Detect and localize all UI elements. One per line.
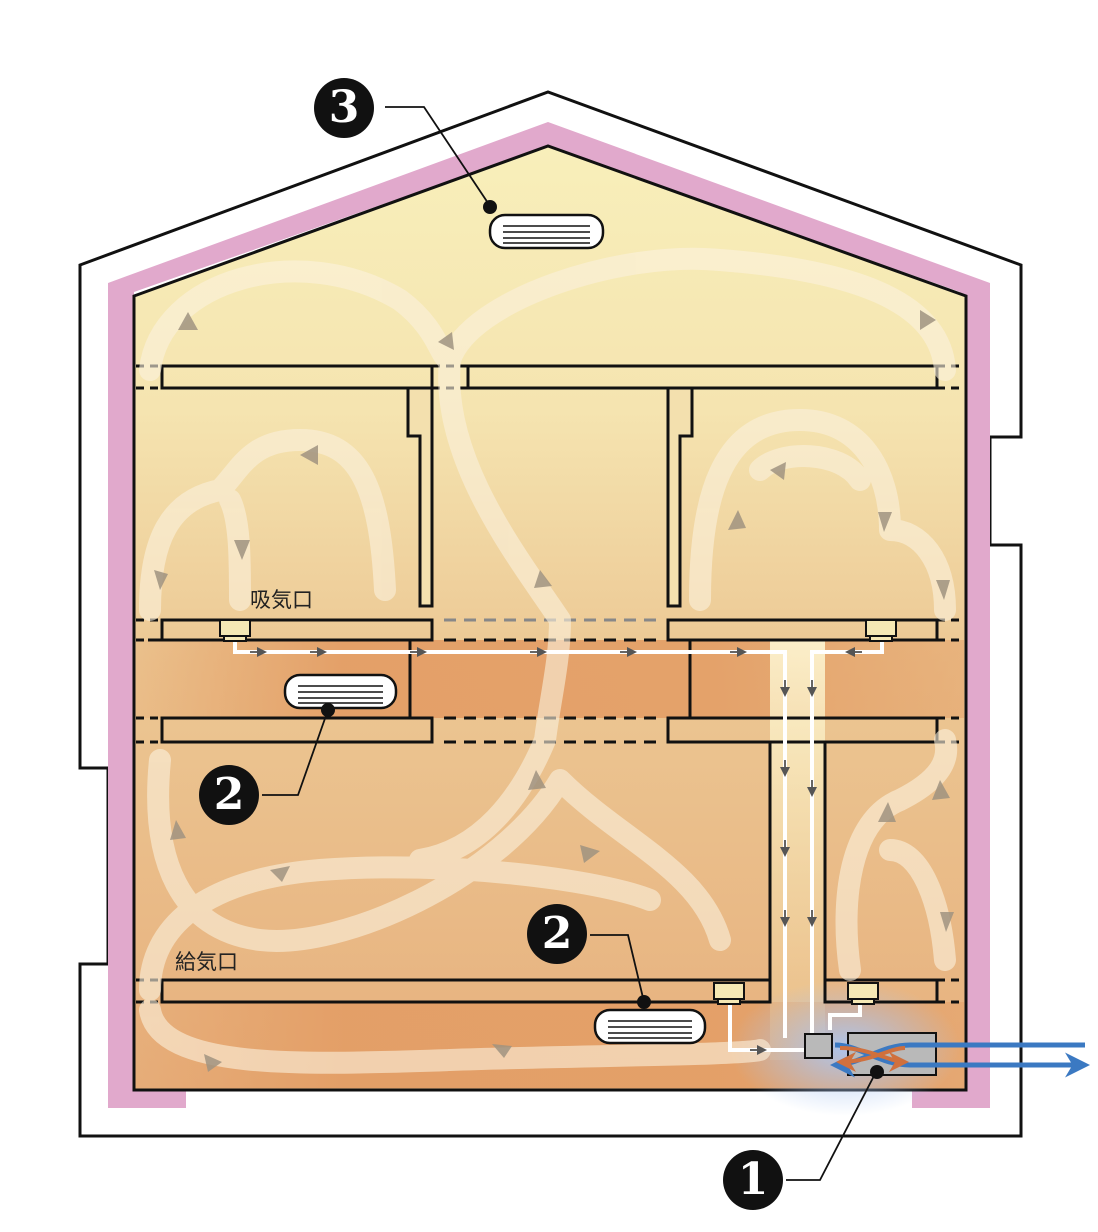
marker-1: 1 bbox=[723, 1150, 783, 1210]
marker-2-ground: 2 bbox=[527, 904, 587, 964]
supply-vent-left bbox=[713, 982, 745, 1005]
intake-label: 吸気口 bbox=[250, 588, 313, 612]
air-conditioner-attic bbox=[488, 213, 605, 250]
leader-marker-2-mid bbox=[262, 709, 329, 796]
heat-exchange-arrows bbox=[830, 1042, 1090, 1078]
supply-label: 給気口 bbox=[175, 950, 238, 974]
callout-dots bbox=[321, 200, 884, 1079]
leader-marker-1 bbox=[786, 1071, 877, 1181]
ground-floor-partitions bbox=[136, 740, 964, 1004]
supply-air-arrow bbox=[836, 1046, 906, 1072]
marker-3: 3 bbox=[314, 78, 374, 138]
leader-marker-2-ground bbox=[590, 934, 645, 1003]
airflow-central-shaft bbox=[409, 349, 571, 871]
airflow-lower-loop bbox=[147, 749, 731, 952]
airflow-lower-sweep bbox=[139, 856, 661, 1001]
flow-arrowheads bbox=[154, 310, 954, 1072]
vent-grilles bbox=[219, 619, 897, 1005]
marker-2-mid: 2 bbox=[199, 765, 259, 825]
airflow-attic-loop bbox=[139, 247, 956, 381]
upper-floor-partitions bbox=[406, 386, 694, 608]
airflow-upper-right-loop bbox=[689, 409, 956, 621]
supply-vent-right bbox=[847, 982, 879, 1005]
intake-vent-left bbox=[219, 619, 251, 642]
callout-leaders bbox=[262, 106, 877, 1181]
air-conditioner-mid-floor bbox=[283, 673, 398, 710]
duct-flow-markers bbox=[250, 647, 862, 1055]
airflow-ground-loop bbox=[139, 999, 771, 1074]
leader-marker-3 bbox=[385, 106, 491, 207]
air-conditioner-ground-floor bbox=[593, 1008, 707, 1045]
intake-vent-right bbox=[865, 619, 897, 642]
